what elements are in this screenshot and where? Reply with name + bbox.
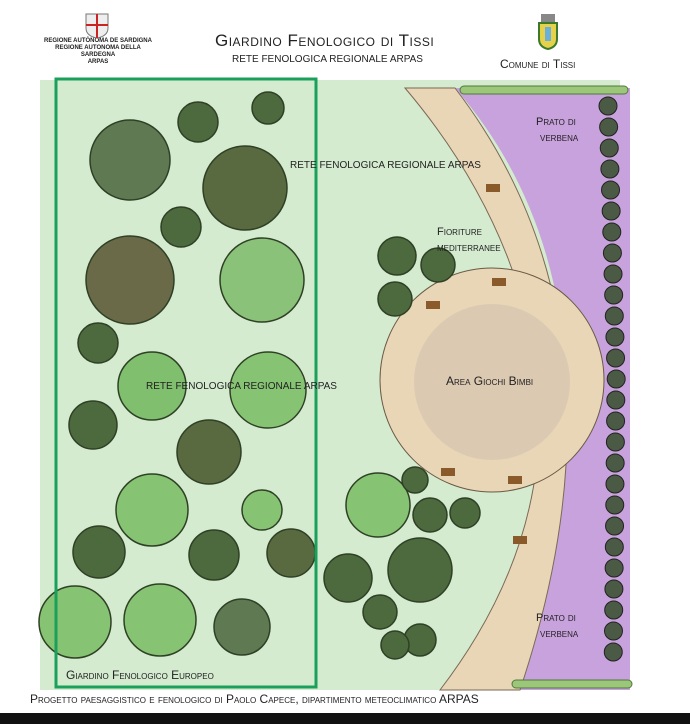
credits-footer: Progetto paesaggistico e fenologico di P…	[30, 692, 479, 706]
sardinia-crest-icon	[85, 13, 109, 39]
play-area-label: Area Giochi Bimbi	[446, 374, 534, 388]
tree	[449, 497, 481, 529]
tree	[420, 247, 456, 283]
tree	[345, 472, 411, 538]
network-label-top: RETE FENOLOGICA REGIONALE ARPAS	[290, 160, 481, 171]
meadow-bottom-label-1: Prato di	[536, 612, 576, 624]
hedge-shrub	[605, 474, 625, 494]
hedge-shrub	[603, 621, 623, 641]
tree	[412, 497, 448, 533]
tree	[401, 466, 429, 494]
hedge-top	[459, 85, 629, 95]
tree	[89, 119, 171, 201]
region-line-1: REGIONE AUTÒNOMA DE SARDIGNA	[44, 38, 152, 44]
tree	[160, 206, 202, 248]
bench	[441, 468, 455, 476]
region-logo-text: REGIONE AUTÒNOMA DE SARDIGNA REGIONE AUT…	[38, 38, 158, 66]
region-line-2: REGIONE AUTONOMA DELLA SARDEGNA	[55, 45, 141, 58]
bench	[486, 184, 500, 192]
tree	[266, 528, 316, 578]
hedge-shrub	[600, 159, 620, 179]
hedge-shrub	[606, 390, 626, 410]
hedge-shrub	[605, 327, 625, 347]
tree	[219, 237, 305, 323]
hedge-shrub	[601, 201, 621, 221]
hedge-shrub	[606, 348, 626, 368]
tree	[115, 473, 189, 547]
bench	[513, 536, 527, 544]
page-title: Giardino Fenologico di Tissi	[215, 31, 435, 50]
meadow-bottom-label-2: verbena	[540, 628, 579, 640]
hedge-shrub	[602, 222, 622, 242]
hedge-bottom	[511, 679, 633, 689]
hedge-shrub	[604, 579, 624, 599]
tree	[241, 489, 283, 531]
hedge-shrub	[605, 516, 625, 536]
hedge-shrub	[598, 96, 618, 116]
hedge-shrub	[603, 264, 623, 284]
region-line-3: ARPAS	[87, 59, 109, 65]
bottom-bar	[0, 713, 690, 724]
bench	[426, 301, 440, 309]
tree	[213, 598, 271, 656]
hedge-shrub	[599, 138, 619, 158]
hedge-shrub	[604, 285, 624, 305]
tree	[229, 351, 307, 429]
tree	[377, 236, 417, 276]
tree	[202, 145, 288, 231]
tree	[38, 585, 112, 659]
play-area-center	[414, 304, 570, 460]
meadow-top-label-1: Prato di	[536, 116, 576, 128]
flowers-label-1: Fioriture	[437, 226, 482, 238]
flowers-label-2: mediterranee	[437, 242, 501, 254]
european-garden-label: Giardino Fenologico Europeo	[66, 668, 214, 682]
tree	[377, 281, 413, 317]
tissi-crest-icon	[538, 14, 558, 51]
meadow-top-label-2: verbena	[540, 132, 579, 144]
bench	[492, 278, 506, 286]
hedge-shrub	[604, 600, 624, 620]
hedge-shrub	[606, 411, 626, 431]
tree	[85, 235, 175, 325]
tree	[123, 583, 197, 657]
hedge-shrub	[601, 180, 621, 200]
hedge-shrub	[604, 558, 624, 578]
hedge-shrub	[605, 495, 625, 515]
tree	[387, 537, 453, 603]
tree	[323, 553, 373, 603]
tree	[177, 101, 219, 143]
hedge-shrub	[599, 117, 619, 137]
hedge-shrub	[603, 642, 623, 662]
hedge-shrub	[604, 306, 624, 326]
tree	[72, 525, 126, 579]
verbena-meadow	[455, 88, 630, 690]
bench	[508, 476, 522, 484]
european-garden-border	[54, 77, 318, 689]
tree	[188, 529, 240, 581]
network-label-mid: RETE FENOLOGICA REGIONALE ARPAS	[146, 381, 337, 392]
municipality-label: Comune di Tissi	[500, 57, 576, 71]
tree	[380, 630, 410, 660]
hedge-shrub	[602, 243, 622, 263]
tree	[176, 419, 242, 485]
hedge-shrub	[604, 537, 624, 557]
hedge-shrub	[605, 432, 625, 452]
hedge-shrub	[606, 369, 626, 389]
tree	[77, 322, 119, 364]
tree	[362, 594, 398, 630]
page-subtitle: RETE FENOLOGICA REGIONALE ARPAS	[232, 54, 423, 65]
tree	[117, 351, 187, 421]
tree	[251, 91, 285, 125]
hedge-shrub	[605, 453, 625, 473]
tree	[68, 400, 118, 450]
